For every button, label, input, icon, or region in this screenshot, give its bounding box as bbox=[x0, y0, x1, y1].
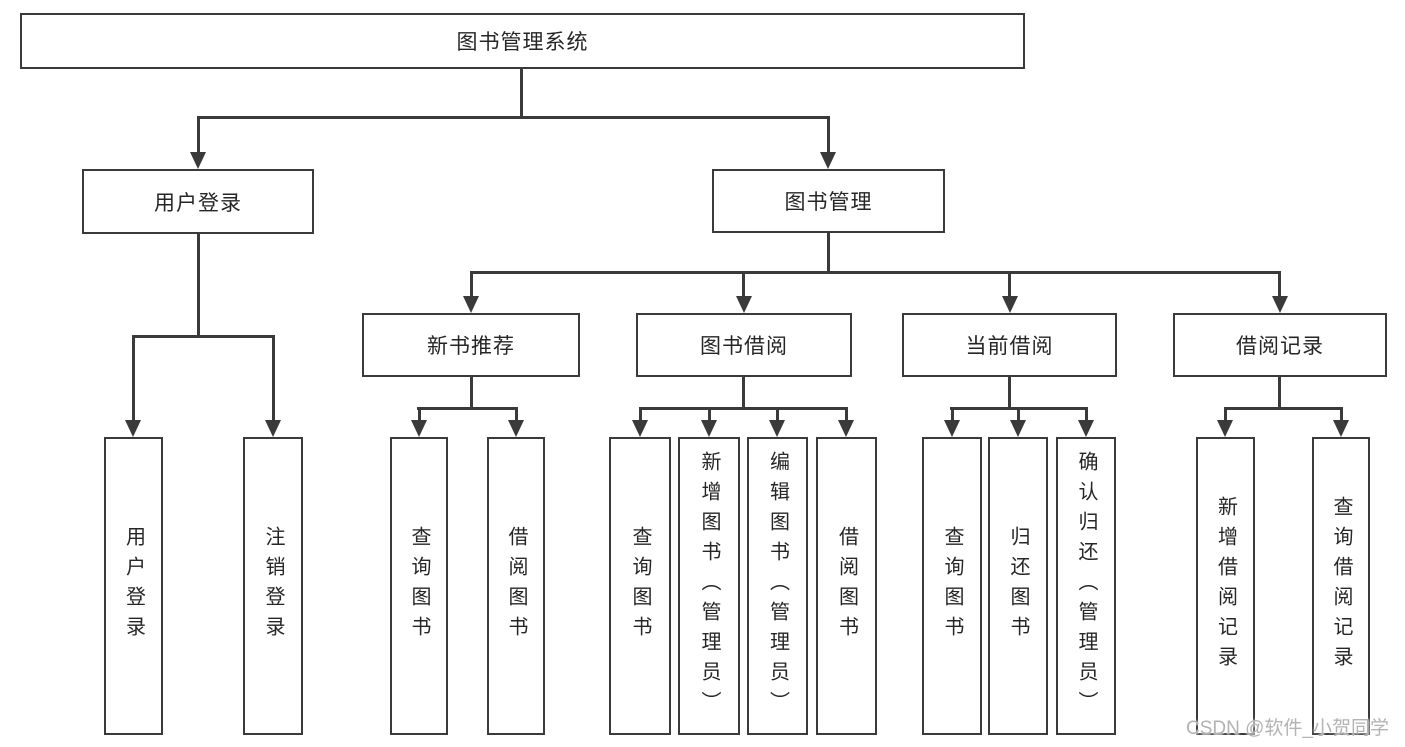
node-book-management: 图书管理 bbox=[712, 169, 945, 233]
connector-book-mgmt-branch bbox=[470, 271, 1281, 274]
node-book-borrowing: 图书借阅 bbox=[636, 313, 852, 377]
connector-to-leaf-user-login bbox=[132, 335, 135, 421]
leaf-query-books-recommend: 查询图书 bbox=[390, 437, 448, 735]
leaf-logout: 注销登录 bbox=[243, 437, 303, 735]
arrowhead-to-borrowing-records bbox=[1272, 296, 1288, 313]
connector-borrowing-stem bbox=[742, 377, 745, 408]
arrowhead-to-leaf-query-recommend bbox=[411, 420, 427, 437]
node-user-login: 用户登录 bbox=[82, 169, 314, 234]
node-current-borrowing: 当前借阅 bbox=[902, 313, 1117, 377]
arrowhead-to-leaf-confirm-return bbox=[1078, 420, 1094, 437]
leaf-borrow-books-borrowing: 借阅图书 bbox=[816, 437, 877, 735]
node-root-library-system: 图书管理系统 bbox=[20, 13, 1025, 69]
connector-to-leaf-borrow-borrowing bbox=[845, 407, 848, 421]
connector-to-leaf-query-current bbox=[951, 407, 954, 421]
csdn-watermark: CSDN @软件_小贺同学 bbox=[1186, 718, 1389, 739]
arrowhead-to-leaf-return-books bbox=[1010, 420, 1026, 437]
arrowhead-to-leaf-add-books bbox=[701, 420, 717, 437]
arrowhead-to-leaf-logout bbox=[265, 420, 281, 437]
arrowhead-to-user-login bbox=[190, 152, 206, 169]
leaf-borrow-books-recommend: 借阅图书 bbox=[487, 437, 545, 735]
connector-records-branch bbox=[1224, 407, 1342, 410]
connector-to-leaf-borrow-recommend bbox=[515, 407, 518, 421]
connector-to-leaf-query-record bbox=[1340, 407, 1343, 421]
arrowhead-to-leaf-user-login bbox=[125, 420, 141, 437]
leaf-add-books-admin: 新增图书（管理员） bbox=[678, 437, 740, 735]
connector-to-borrowing-records bbox=[1278, 271, 1281, 297]
connector-to-book-borrowing bbox=[742, 271, 745, 297]
connector-to-leaf-edit-books bbox=[776, 407, 779, 421]
connector-records-stem bbox=[1278, 377, 1281, 408]
arrowhead-to-leaf-borrow-recommend bbox=[508, 420, 524, 437]
connector-user-login-stem bbox=[197, 234, 200, 336]
connector-to-new-book-recommend bbox=[470, 271, 473, 297]
connector-recommend-stem bbox=[470, 377, 473, 408]
leaf-add-borrow-record: 新增借阅记录 bbox=[1196, 437, 1255, 735]
connector-to-leaf-query-recommend bbox=[418, 407, 421, 421]
connector-to-book-management bbox=[827, 116, 830, 153]
connector-to-leaf-return-books bbox=[1017, 407, 1020, 421]
connector-to-leaf-add-record bbox=[1224, 407, 1227, 421]
arrowhead-to-leaf-borrow-borrowing bbox=[838, 420, 854, 437]
leaf-query-books-borrowing: 查询图书 bbox=[609, 437, 671, 735]
arrowhead-to-current-borrowing bbox=[1002, 296, 1018, 313]
leaf-user-login: 用户登录 bbox=[104, 437, 163, 735]
connector-current-stem bbox=[1008, 377, 1011, 408]
arrowhead-to-book-management bbox=[820, 152, 836, 169]
arrowhead-to-book-borrowing bbox=[736, 296, 752, 313]
connector-user-login-branch bbox=[132, 335, 275, 338]
arrowhead-to-leaf-add-record bbox=[1217, 420, 1233, 437]
connector-root-stem bbox=[520, 68, 523, 117]
leaf-query-books-current: 查询图书 bbox=[922, 437, 982, 735]
connector-root-branch bbox=[197, 116, 830, 119]
arrowhead-to-leaf-edit-books bbox=[769, 420, 785, 437]
connector-to-leaf-query-borrowing bbox=[639, 407, 642, 421]
node-new-book-recommend: 新书推荐 bbox=[362, 313, 580, 377]
arrowhead-to-leaf-query-record bbox=[1333, 420, 1349, 437]
connector-borrowing-branch bbox=[639, 407, 848, 410]
connector-to-leaf-add-books bbox=[708, 407, 711, 421]
leaf-confirm-return-admin: 确认归还（管理员） bbox=[1056, 437, 1116, 735]
connector-recommend-branch bbox=[417, 407, 517, 410]
arrowhead-to-new-book-recommend bbox=[463, 296, 479, 313]
connector-to-leaf-confirm-return bbox=[1085, 407, 1088, 421]
arrowhead-to-leaf-query-current bbox=[944, 420, 960, 437]
leaf-query-borrow-record: 查询借阅记录 bbox=[1312, 437, 1370, 735]
leaf-return-books: 归还图书 bbox=[988, 437, 1048, 735]
node-borrowing-records: 借阅记录 bbox=[1173, 313, 1387, 377]
leaf-edit-books-admin: 编辑图书（管理员） bbox=[747, 437, 808, 735]
connector-to-current-borrowing bbox=[1008, 271, 1011, 297]
connector-book-mgmt-stem bbox=[827, 233, 830, 273]
arrowhead-to-leaf-query-borrowing bbox=[632, 420, 648, 437]
connector-to-user-login bbox=[197, 116, 200, 153]
connector-to-leaf-logout bbox=[272, 335, 275, 421]
